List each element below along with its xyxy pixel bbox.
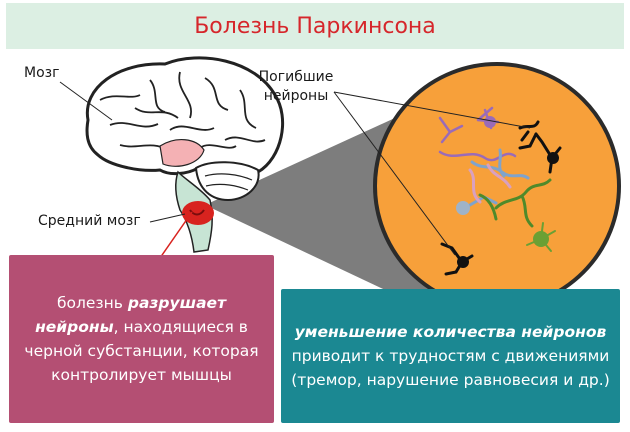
dead-neurons-label-line2: нейроны [263, 88, 329, 104]
cause-info-box: болезнь разрушает нейроны, находящиеся в… [9, 255, 274, 423]
substantia-nigra-marker [182, 201, 214, 225]
zoom-circle [373, 62, 621, 310]
effect-info-box: уменьшение количества нейронов приводит … [281, 289, 620, 423]
title-banner: Болезнь Паркинсона [6, 3, 624, 49]
nigra-callout-line [159, 211, 193, 259]
dead-neurons-label: Погибшие нейроны [250, 68, 342, 106]
cause-text-emphasis: разрушает нейроны [35, 294, 227, 336]
dead-neuron-pointer-line-1 [333, 91, 531, 129]
brain-pointer-line [59, 81, 113, 121]
brain-illustration [85, 56, 284, 253]
cause-text: болезнь разрушает нейроны, находящиеся в… [9, 291, 274, 387]
cause-text-part1: болезнь [56, 294, 128, 312]
neuron-cluster [438, 106, 562, 276]
brain-label: Мозг [24, 65, 60, 81]
dead-neurons-label-line1: Погибшие [258, 69, 334, 85]
midbrain-label: Средний мозг [38, 213, 141, 229]
effect-text-part2: приводит к трудностям с движениями (трем… [291, 347, 610, 389]
midbrain-pointer-line [149, 213, 186, 223]
dead-neuron-pointer-line-2 [333, 91, 456, 256]
cause-text-part3: , находящиеся в черной субстанции, котор… [24, 318, 259, 384]
effect-text-emphasis: уменьшение количества нейронов [294, 323, 607, 341]
page-title: Болезнь Паркинсона [194, 13, 436, 39]
effect-text: уменьшение количества нейронов приводит … [281, 320, 620, 392]
